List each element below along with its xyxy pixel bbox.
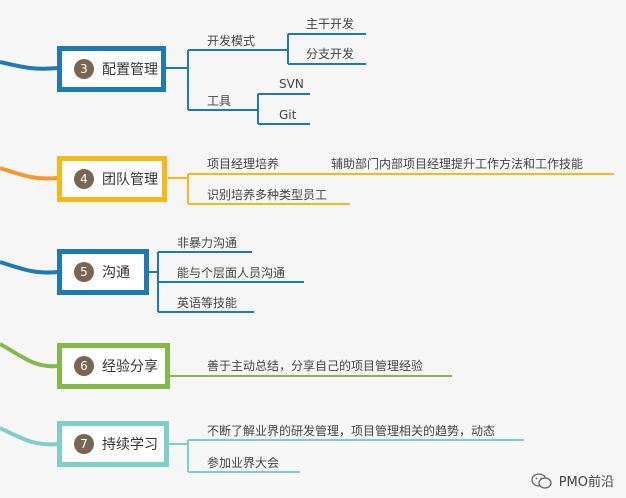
node-team-management[interactable]: 4 团队管理 [57,156,167,202]
leaf-industry-trends: 不断了解业界的研发管理，项目管理相关的趋势，动态 [207,424,496,438]
leaf-nvc: 非暴力沟通 [177,236,238,250]
leaf-branch-dev: 分支开发 [306,47,355,61]
node-communication[interactable]: 5 沟通 [57,249,149,295]
leaf-conference: 参加业界大会 [207,456,280,470]
node-label: 沟通 [102,265,130,281]
leaf-pm-assist: 辅助部门内部项目经理提升工作方法和工作技能 [331,157,584,171]
leaf-tools: 工具 [207,94,232,108]
number-badge: 3 [74,59,94,79]
trunk-line-5 [0,260,59,275]
leaf-pm-training: 项目经理培养 [207,157,280,171]
leaf-trunk-dev: 主干开发 [306,17,355,31]
leaf-git: Git [279,108,297,122]
number-badge: 4 [74,169,94,189]
leaf-dev-mode: 开发模式 [207,34,256,48]
number-badge: 7 [74,434,94,454]
trunk-line-3 [0,60,59,71]
node-continuous-learning[interactable]: 7 持续学习 [57,421,169,467]
node-label: 团队管理 [102,172,158,188]
leaf-levels: 能与个层面人员沟通 [177,266,286,280]
node-config-management[interactable]: 3 配置管理 [57,46,166,92]
leaf-identify-staff: 识别培养多种类型员工 [207,188,328,202]
node-label: 配置管理 [102,62,158,78]
watermark-text: PMO前沿 [558,475,614,490]
trunk-line-4 [0,166,59,181]
node-experience-sharing[interactable]: 6 经验分享 [57,343,170,389]
trunk-line-6 [0,342,59,369]
leaf-english: 英语等技能 [177,296,238,310]
leaf-svn: SVN [279,77,304,91]
node-label: 经验分享 [102,359,158,375]
number-badge: 6 [74,356,94,376]
watermark: PMO前沿 [531,471,614,490]
node-label: 持续学习 [102,437,158,453]
wechat-icon [531,472,552,489]
number-badge: 5 [74,262,94,282]
leaf-share-summary: 善于主动总结，分享自己的项目管理经验 [207,359,424,373]
trunk-line-7 [0,426,59,447]
